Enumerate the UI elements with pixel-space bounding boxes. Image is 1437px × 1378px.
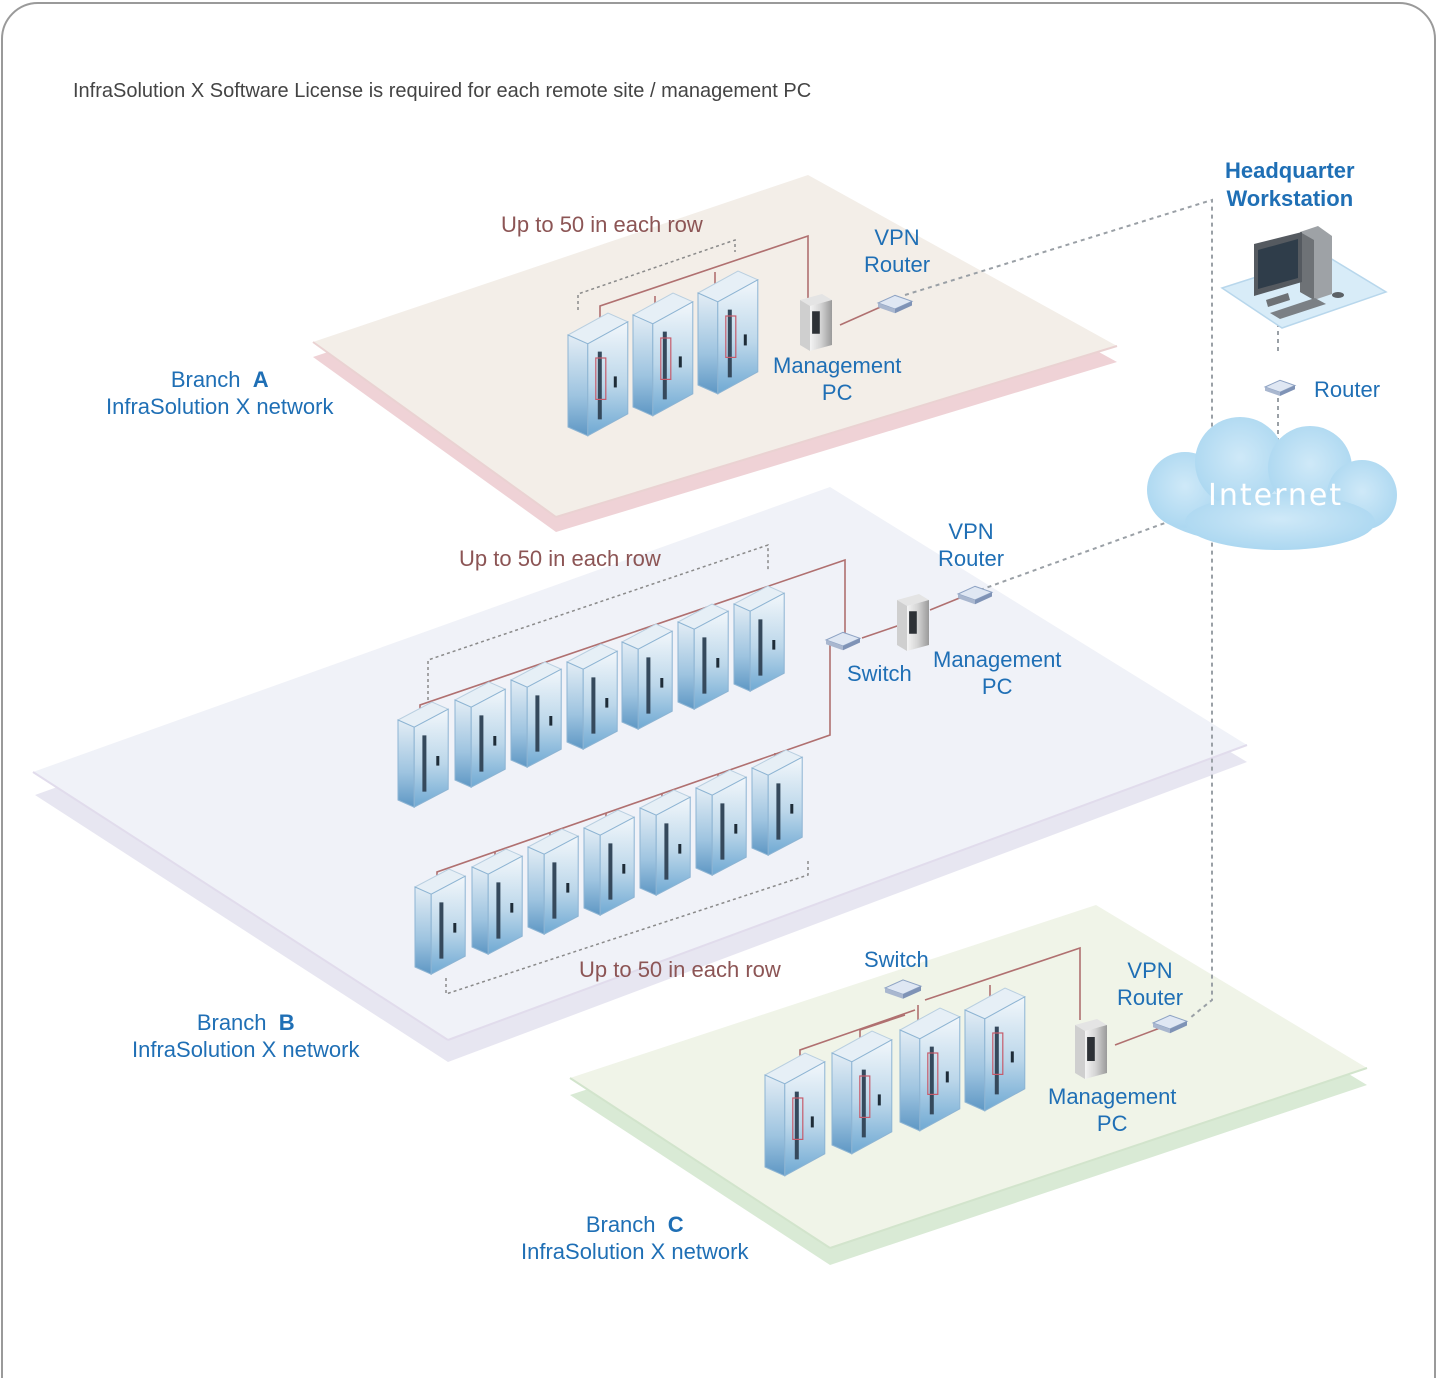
row-brackets bbox=[427, 238, 809, 996]
router-layer bbox=[824, 294, 1297, 1034]
server-rack-icon bbox=[565, 643, 619, 751]
router-icon bbox=[883, 979, 923, 999]
server-rack-icon bbox=[470, 848, 524, 956]
rack-layer bbox=[396, 270, 1026, 1177]
branch-a-title: Branch A bbox=[106, 366, 333, 393]
vpn-label-line1: VPN bbox=[1127, 958, 1173, 983]
management-pc-icon bbox=[800, 294, 832, 351]
branch-c-vpn-router-label: VPN Router bbox=[1117, 957, 1183, 1011]
branch-b-platform bbox=[32, 487, 1248, 1062]
vpn-label-line2: Router bbox=[938, 546, 1005, 571]
server-rack-icon bbox=[732, 585, 786, 693]
server-rack-icon bbox=[898, 1007, 961, 1132]
server-rack-icon bbox=[963, 987, 1026, 1112]
mgmt-label-line1: Management bbox=[773, 353, 902, 378]
branch-b-label: Branch B InfraSolution X network bbox=[132, 1009, 359, 1063]
headquarter-workstation-label: Headquarter Workstation bbox=[1225, 157, 1355, 213]
internet-label: Internet bbox=[1208, 478, 1344, 513]
branch-b-top-row-label: Up to 50 in each row bbox=[459, 546, 661, 571]
branch-a-management-pc-label: Management PC bbox=[773, 352, 901, 406]
server-rack-icon bbox=[566, 312, 629, 437]
vpn-label-line2: Router bbox=[1117, 985, 1184, 1010]
router-icon bbox=[1151, 1014, 1189, 1034]
branch-c-label: Branch C InfraSolution X network bbox=[521, 1211, 748, 1265]
internet-cloud-icon bbox=[1147, 417, 1397, 550]
hq-router-label: Router bbox=[1314, 377, 1381, 402]
server-rack-icon bbox=[620, 623, 674, 731]
mgmt-label-line1: Management bbox=[1048, 1084, 1177, 1109]
hq-label-line1: Headquarter bbox=[1225, 158, 1355, 183]
server-rack-icon bbox=[631, 292, 694, 417]
server-rack-icon bbox=[526, 828, 580, 936]
branch-c-management-pc-label: Management PC bbox=[1048, 1083, 1176, 1137]
server-rack-icon bbox=[396, 701, 450, 809]
license-note: InfraSolution X Software License is requ… bbox=[73, 80, 812, 102]
server-rack-icon bbox=[582, 809, 636, 917]
server-rack-icon bbox=[509, 661, 563, 769]
branch-word: Branch bbox=[585, 1212, 656, 1237]
branch-c-title: Branch C bbox=[521, 1211, 748, 1238]
server-rack-icon bbox=[638, 789, 692, 897]
management-pc-icon bbox=[897, 594, 929, 651]
branch-a-row-label: Up to 50 in each row bbox=[501, 212, 703, 237]
branch-b-title: Branch B bbox=[132, 1009, 359, 1036]
mgmt-label-line2: PC bbox=[981, 674, 1013, 699]
server-rack-icon bbox=[830, 1030, 893, 1155]
branch-b-switch-label: Switch bbox=[847, 661, 912, 686]
branch-a-label: Branch A InfraSolution X network bbox=[106, 366, 333, 420]
router-icon bbox=[1263, 379, 1297, 396]
branch-a-letter: A bbox=[252, 367, 269, 392]
branch-word: Branch bbox=[196, 1010, 267, 1035]
branch-a-vpn-router-label: VPN Router bbox=[864, 224, 930, 278]
server-rack-icon bbox=[750, 749, 804, 857]
branch-c-network-name: InfraSolution X network bbox=[521, 1239, 749, 1264]
branch-b-bottom-row-label: Up to 50 in each row bbox=[579, 957, 781, 982]
branch-c-switch-label: Switch bbox=[864, 947, 929, 972]
mgmt-label-line1: Management bbox=[933, 647, 1062, 672]
branch-b-management-pc-label: Management PC bbox=[933, 646, 1061, 700]
branch-b-vpn-router-label: VPN Router bbox=[938, 518, 1004, 572]
server-rack-icon bbox=[763, 1052, 826, 1177]
management-pc-layer bbox=[800, 294, 1107, 1079]
router-icon bbox=[876, 294, 914, 314]
router-icon bbox=[824, 631, 862, 651]
mgmt-label-line2: PC bbox=[821, 380, 853, 405]
branch-word: Branch bbox=[170, 367, 241, 392]
server-rack-icon bbox=[453, 681, 507, 789]
server-rack-icon bbox=[676, 603, 730, 711]
server-rack-icon bbox=[696, 270, 759, 395]
headquarter-workstation-icon bbox=[1220, 226, 1388, 329]
branch-b-letter: B bbox=[278, 1010, 295, 1035]
branch-c-letter: C bbox=[667, 1212, 684, 1237]
vpn-label-line1: VPN bbox=[948, 519, 994, 544]
server-rack-icon bbox=[694, 769, 748, 877]
management-pc-icon bbox=[1075, 1019, 1107, 1079]
branch-a-network-name: InfraSolution X network bbox=[106, 394, 334, 419]
vpn-label-line2: Router bbox=[864, 252, 931, 277]
vpn-label-line1: VPN bbox=[874, 225, 920, 250]
server-rack-icon bbox=[413, 868, 467, 976]
router-icon bbox=[956, 585, 994, 605]
branch-b-network-name: InfraSolution X network bbox=[132, 1037, 360, 1062]
hq-label-line2: Workstation bbox=[1226, 186, 1354, 211]
mgmt-label-line2: PC bbox=[1096, 1111, 1128, 1136]
